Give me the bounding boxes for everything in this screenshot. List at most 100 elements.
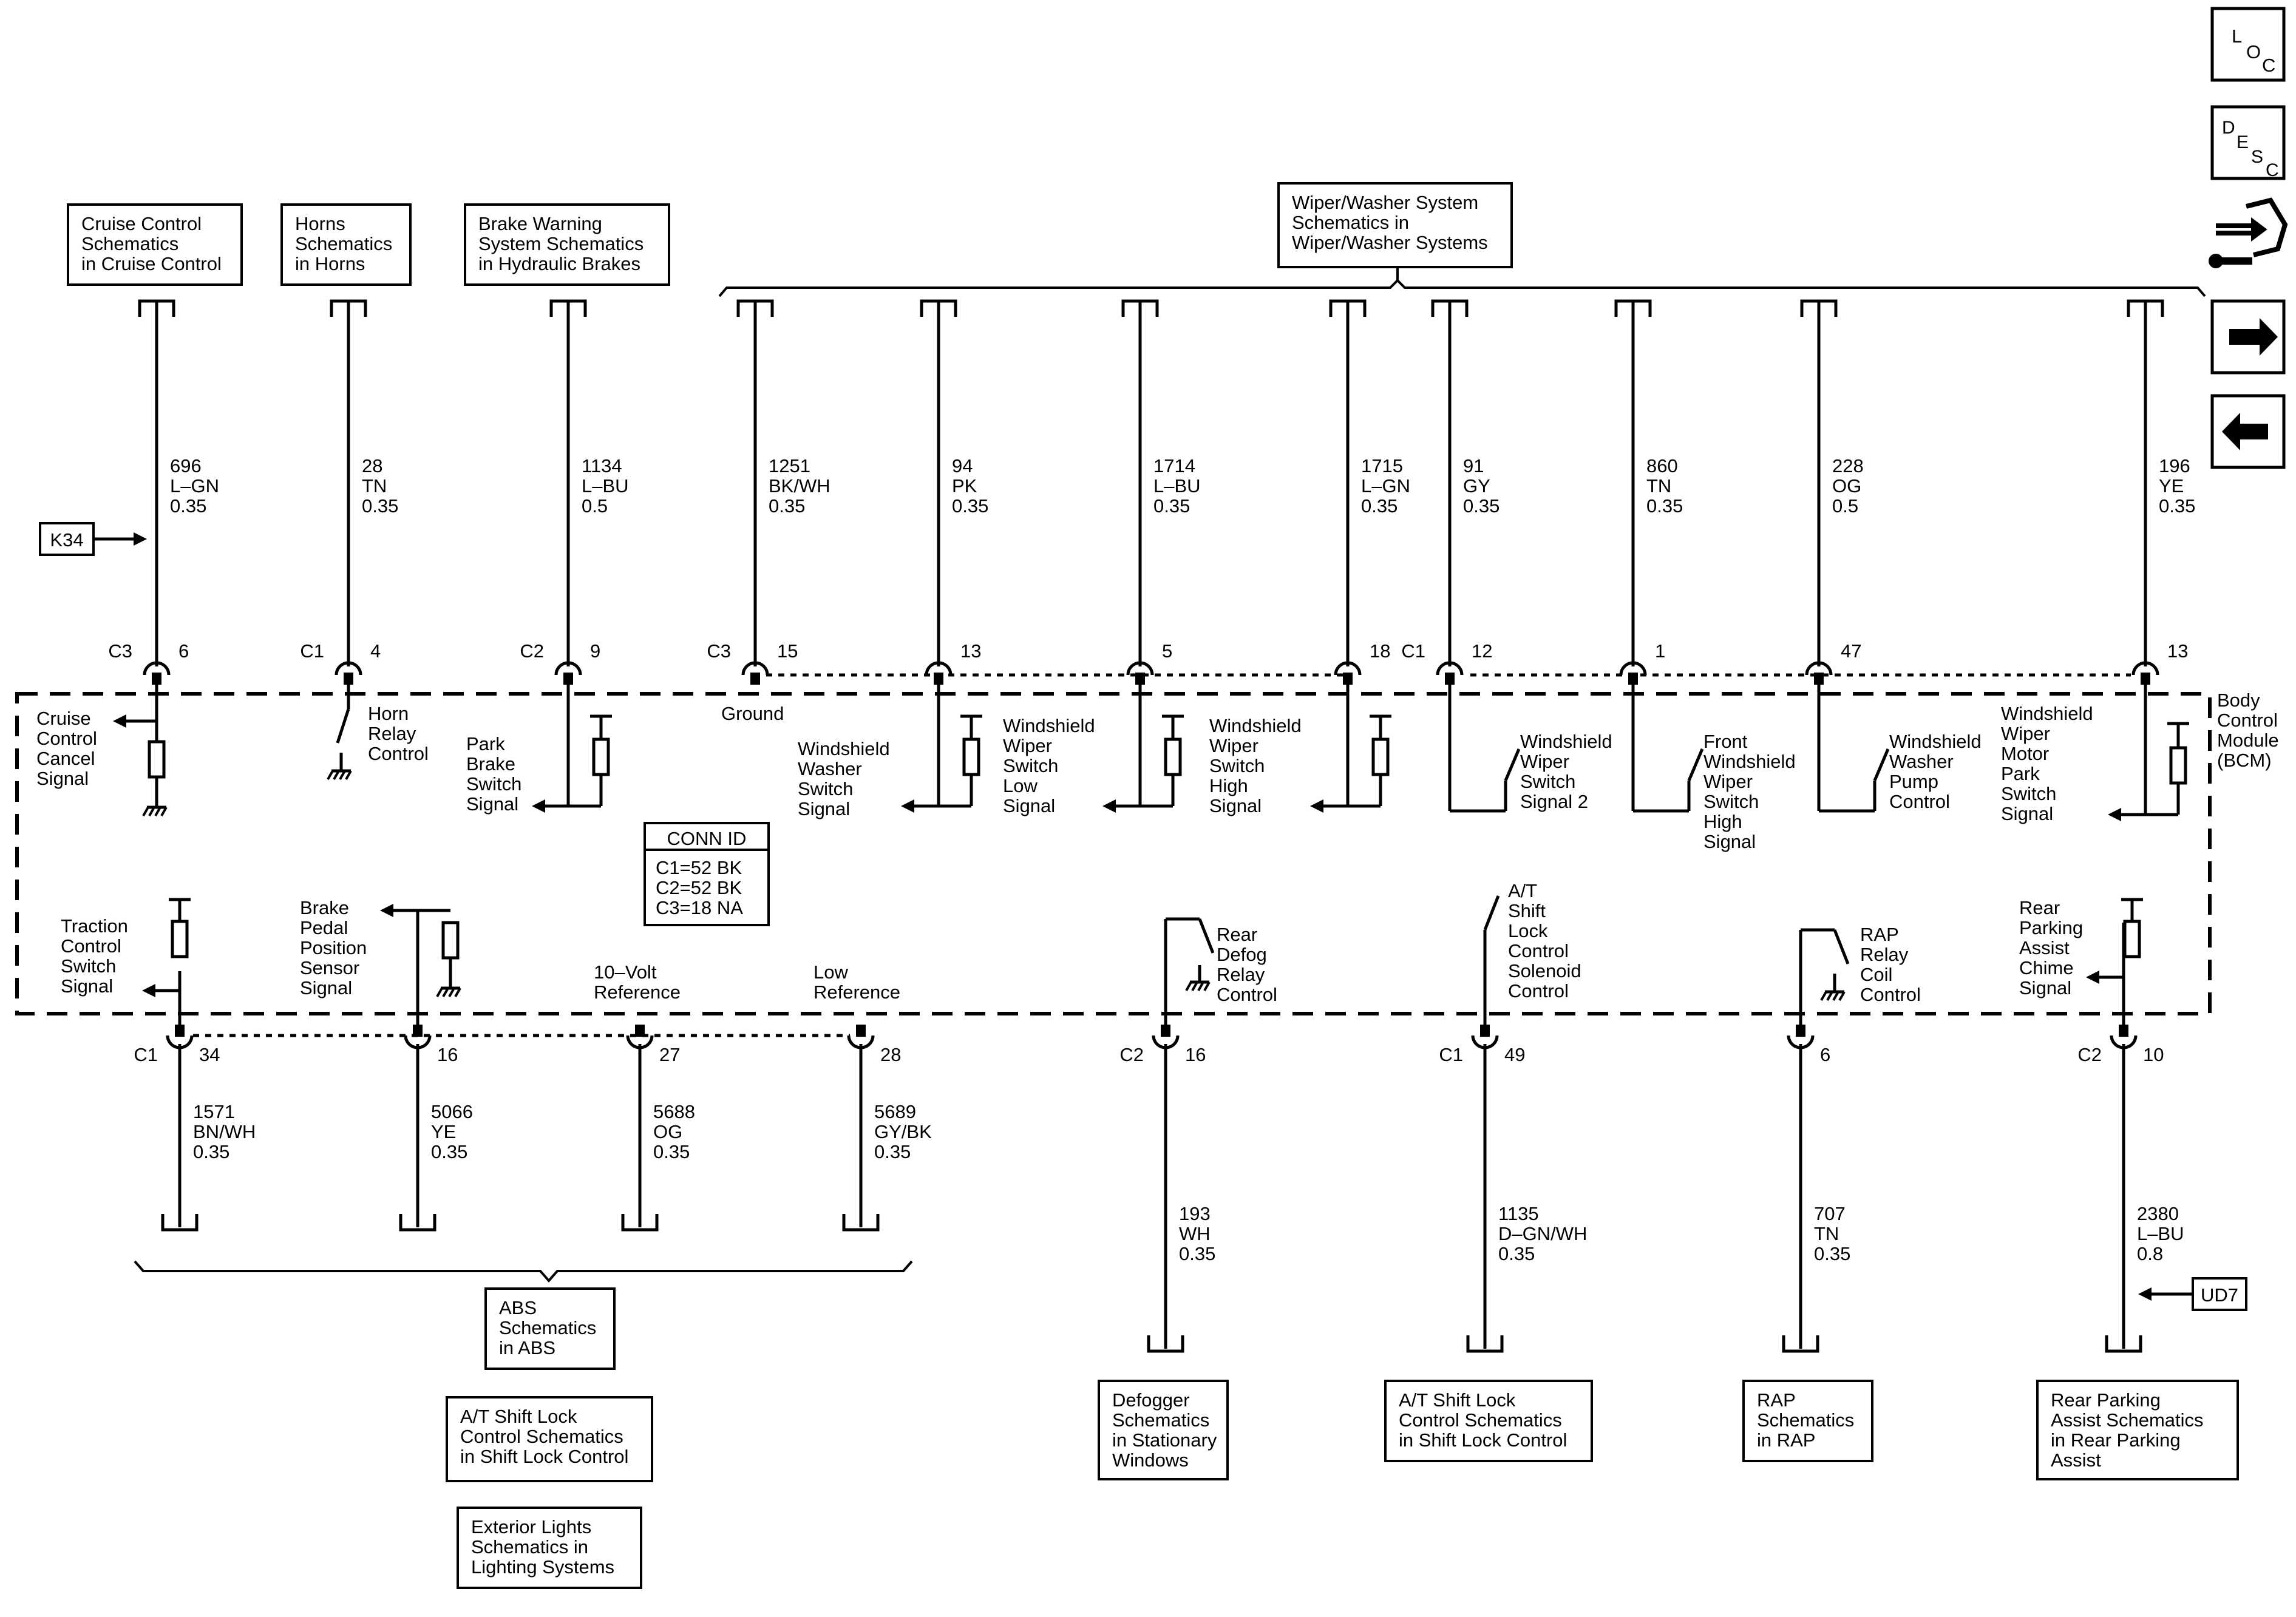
ref-box-rap-text: Schematics — [1757, 1409, 1854, 1431]
wire-terminal-bottom — [2105, 1335, 2142, 1353]
pin-number: 27 — [659, 1044, 680, 1065]
loc-button[interactable] — [2210, 7, 2286, 82]
wire-label: 1135 — [1498, 1203, 1539, 1224]
signal-label: Signal — [798, 798, 850, 819]
ref-box-shiftlock1-text: Control Schematics — [460, 1426, 623, 1447]
signal-arrow — [2108, 808, 2121, 821]
module-pin-top — [1126, 661, 1154, 676]
signal-label: Wiper — [1209, 735, 1258, 756]
signal-arrow — [901, 799, 914, 813]
wire-label: L–BU — [1153, 475, 1201, 497]
ref-box-rpa-text: Rear Parking — [2051, 1389, 2161, 1411]
ref-box-brake-text: Brake Warning — [478, 213, 602, 234]
signal-label: Windshield — [1209, 715, 1302, 736]
signal-label: Wiper — [2001, 723, 2050, 744]
signal-label: High — [1209, 775, 1248, 796]
module-pin-bottom-post — [1796, 1025, 1805, 1037]
signal-arrow — [113, 714, 126, 728]
signal-label: Chime — [2019, 957, 2074, 978]
ground-icon-hatch — [142, 807, 149, 816]
wire-label: D–GN/WH — [1498, 1223, 1587, 1244]
ref-box-extlights — [457, 1507, 642, 1589]
wire-terminal-bottom — [1466, 1335, 1504, 1353]
ref-box-abs-text: Schematics — [499, 1317, 596, 1338]
resistor — [441, 921, 460, 960]
signal-label: Relay — [1860, 944, 1909, 965]
module-pin-bottom-post — [175, 1025, 185, 1037]
signal-label: Windshield — [1003, 715, 1095, 736]
pin-number: 28 — [880, 1044, 901, 1065]
signal-label: Lock — [1508, 920, 1548, 941]
ref-box-wiper — [1277, 182, 1513, 268]
wire-label: L–BU — [582, 475, 629, 497]
signal-label: Sensor — [300, 957, 359, 978]
abs-group-brace — [134, 1260, 913, 1283]
ref-box-shiftlock2 — [1384, 1380, 1593, 1462]
module-pin-top-post — [934, 673, 943, 685]
ground-icon-hatch — [160, 807, 168, 816]
signal-label: Signal — [1209, 795, 1262, 816]
bcm-module-outline — [15, 692, 2212, 1015]
ground-icon-hatch — [1203, 981, 1211, 991]
pin-number: 47 — [1841, 640, 1861, 662]
ground-icon-hatch — [333, 770, 340, 780]
wire-label: 1134 — [582, 455, 622, 476]
resistor — [2123, 920, 2141, 958]
wire-label: 196 — [2159, 455, 2190, 476]
wire-terminal-bottom — [1147, 1335, 1184, 1353]
ud7-label: UD7 — [2201, 1284, 2238, 1306]
module-pin-top-post — [1135, 673, 1145, 685]
ground-icon-hatch — [339, 770, 346, 780]
signal-label: Pump — [1889, 771, 1938, 792]
ground-icon-hatch — [345, 770, 352, 780]
wire-label: BK/WH — [769, 475, 830, 497]
signal-label: Control — [36, 728, 97, 749]
pin-number: 5 — [1162, 640, 1172, 662]
module-pin-top — [741, 661, 769, 676]
ref-box-abs-text: in ABS — [499, 1337, 555, 1358]
wire-label: 0.35 — [170, 495, 206, 517]
conn-id-box — [644, 822, 770, 926]
pin-number: 18 — [1370, 640, 1390, 662]
signal-label: Signal — [466, 793, 518, 815]
module-pin-top-post — [750, 673, 760, 685]
signal-label: Brake — [466, 753, 515, 775]
signal-arrow — [142, 984, 155, 997]
connector-wrench-icon[interactable] — [2209, 197, 2288, 268]
loc-letter: C — [2262, 55, 2275, 76]
wire-label: L–GN — [170, 475, 219, 497]
ref-box-cruise-text: Cruise Control — [81, 213, 202, 234]
wire-label: 0.5 — [1832, 495, 1858, 517]
ground-icon-hatch — [1820, 991, 1827, 1001]
wire-label: 5688 — [653, 1101, 695, 1122]
signal-label: Windshield — [1703, 751, 1796, 772]
switch-contact — [1504, 748, 1521, 781]
signal-label: Switch — [1003, 755, 1058, 776]
pin-number: 16 — [437, 1044, 458, 1065]
wire-label: 696 — [170, 455, 202, 476]
ground-icon-hatch — [454, 988, 461, 997]
ref-box-brake-text: in Hydraulic Brakes — [478, 253, 640, 274]
ref-box-extlights-text: Exterior Lights — [471, 1516, 591, 1537]
desc-button[interactable] — [2210, 105, 2286, 180]
signal-label: Coil — [1860, 964, 1892, 985]
schematic-structure — [15, 261, 2212, 1283]
wire-label: 0.35 — [1498, 1243, 1535, 1264]
wire-label: 0.35 — [431, 1141, 467, 1162]
desc-letter: C — [2266, 160, 2279, 180]
ref-box-shiftlock1 — [446, 1396, 653, 1482]
ref-box-abs-text: ABS — [499, 1297, 537, 1318]
desc-letter: S — [2251, 147, 2263, 167]
ref-box-brake-text: System Schematics — [478, 233, 644, 254]
module-pin-top — [554, 661, 582, 676]
connector-id: C2 — [520, 640, 544, 662]
wire-label: 5066 — [431, 1101, 473, 1122]
module-pin-bottom-post — [1480, 1025, 1490, 1037]
wire-label: 0.35 — [2159, 495, 2195, 517]
connector-id: C1 — [300, 640, 324, 662]
ground-icon-hatch — [1832, 991, 1839, 1001]
signal-label: Wiper — [1520, 751, 1569, 772]
wire-terminal-bottom — [621, 1214, 659, 1232]
ref-box-wiper-text: Schematics in — [1292, 212, 1409, 233]
